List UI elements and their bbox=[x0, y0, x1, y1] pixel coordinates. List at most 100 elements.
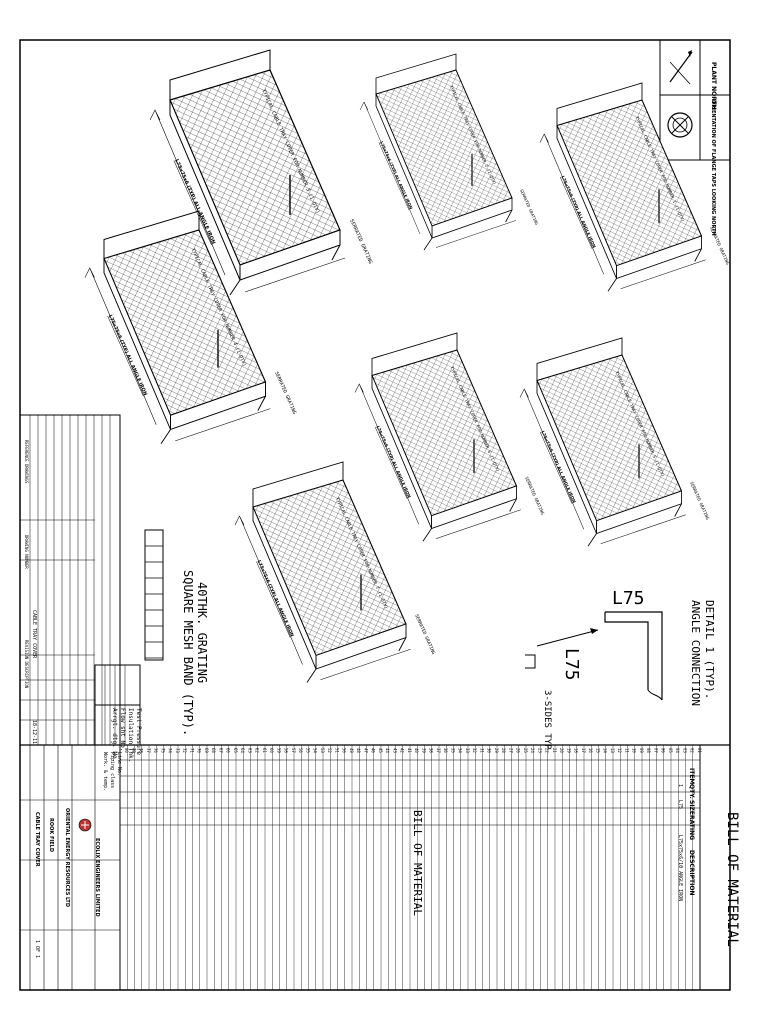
bom-item-number: 02 bbox=[690, 748, 695, 753]
bom-item-number: 51 bbox=[334, 748, 339, 753]
bom-item-number: 27 bbox=[508, 748, 513, 753]
bom-item-number: 45 bbox=[378, 748, 383, 753]
bom-item-number: 48 bbox=[356, 748, 361, 753]
tray-end-face bbox=[252, 506, 317, 670]
bom-item-number: 64 bbox=[240, 748, 245, 753]
bom-row1-description: L75x75x6/10 ANGLE IRON bbox=[677, 835, 683, 901]
bom-item-number: 37 bbox=[436, 748, 441, 753]
tray-grating-note: SERRATED GRATING bbox=[348, 218, 373, 264]
bom-item-number: 05 bbox=[668, 748, 673, 753]
bom-title-mid: BILL OF MATERIAL bbox=[411, 810, 424, 916]
bom-item-number: 39 bbox=[421, 748, 426, 753]
bom-item-number: 56 bbox=[298, 748, 303, 753]
client-name: ORIENTAL ENERGY RESOURCES LTD bbox=[64, 808, 70, 907]
bom-item-number: 60 bbox=[269, 748, 274, 753]
bom-item-number: 65 bbox=[233, 748, 238, 753]
bom-item-number: 01 bbox=[697, 748, 702, 753]
bom-item-number: 06 bbox=[661, 748, 666, 753]
bom-item-number: 21 bbox=[552, 748, 557, 753]
bom-item-number: 63 bbox=[247, 748, 252, 753]
tray-end-face bbox=[103, 258, 171, 430]
tray-flange bbox=[536, 337, 623, 381]
tray-grating-note: SERRATED GRATING bbox=[688, 481, 710, 521]
test-row-line-no: Line No. bbox=[116, 752, 122, 776]
bom-item-number: 19 bbox=[566, 748, 571, 753]
bom-item-number: 57 bbox=[291, 748, 296, 753]
bom-item-number: 69 bbox=[204, 748, 209, 753]
bom-item-number: 66 bbox=[226, 748, 231, 753]
bom-item-number: 16 bbox=[588, 748, 593, 753]
cable-tray-5: TYPICAL CABLE TRAY COVER FOR NUMBER 5 (1… bbox=[519, 337, 710, 547]
detail-angle-connection: DETAIL 1 (TYP). ANGLE CONNECTION L75 L75… bbox=[525, 588, 716, 750]
bom-item-number: 53 bbox=[320, 748, 325, 753]
bom-item-number: 14 bbox=[603, 748, 608, 753]
test-row-pressure: Test Pressure bbox=[135, 708, 142, 755]
bom-item-number: 74 bbox=[168, 748, 173, 753]
test-row-flow-sheet: Flow sht No. bbox=[119, 708, 126, 751]
detail-subtitle: ANGLE CONNECTION bbox=[689, 600, 702, 706]
bom-item-number: 29 bbox=[494, 748, 499, 753]
test-row-arrangement: Arrgt. dtg. No. bbox=[111, 708, 118, 762]
company-name: ECOLIX ENGINEERS LIMITED bbox=[94, 838, 100, 917]
bom-item-number: 62 bbox=[255, 748, 260, 753]
tray-flange bbox=[371, 332, 458, 376]
bom-item-number: 28 bbox=[501, 748, 506, 753]
bom-item-number: 52 bbox=[327, 748, 332, 753]
bom-item-number: 46 bbox=[371, 748, 376, 753]
cable-tray-6: TYPICAL CABLE TRAY COVER FOR NUMBER 6 (1… bbox=[354, 332, 545, 542]
bom-item-number: 38 bbox=[429, 748, 434, 753]
bom-item-number: 35 bbox=[450, 748, 455, 753]
bom-item-number: 44 bbox=[385, 748, 390, 753]
bom-item-number: 25 bbox=[523, 748, 528, 753]
tray-grating-note: SERRATED GRATING bbox=[708, 226, 730, 266]
bom-item-number: 75 bbox=[160, 748, 165, 753]
tray-flange bbox=[169, 49, 271, 100]
cable-tray-3: TYPICAL CABLE TRAY COVER FOR NUMBER 3 (1… bbox=[149, 49, 373, 296]
bom-item-number: 32 bbox=[472, 748, 477, 753]
cable-tray-7: TYPICAL CABLE TRAY COVER FOR NUMBER 7 (1… bbox=[234, 461, 436, 683]
test-row-insulation: Insulation Thk. bbox=[127, 708, 134, 762]
bom-header-description: DESCRIPTION bbox=[688, 850, 695, 896]
bom-item-number: 43 bbox=[392, 748, 397, 753]
bom-item-number: 11 bbox=[624, 748, 629, 753]
tray-grating-note: SERRATED GRATING bbox=[523, 476, 545, 516]
bom-item-number: 34 bbox=[458, 748, 463, 753]
grating-callout: 40THK. GRATING SQUARE MESH BAND (TYP). bbox=[144, 529, 209, 736]
bom-item-number: 24 bbox=[530, 748, 535, 753]
north-arrow-icon bbox=[669, 50, 693, 85]
revision-row1-date: 18-12-11 bbox=[31, 720, 37, 744]
drawing-number-label: DRAWING NUMBER bbox=[24, 535, 29, 569]
bom-item-number: 79 bbox=[131, 748, 136, 753]
bom-item-number: 67 bbox=[218, 748, 223, 753]
tray-grating-note: SERRATED GRATING bbox=[273, 371, 297, 415]
bom-item-number: 12 bbox=[617, 748, 622, 753]
bom-item-number: 59 bbox=[276, 748, 281, 753]
angle-label-top: L75 bbox=[612, 588, 645, 609]
bom-title: BILL OF MATERIAL bbox=[724, 812, 740, 947]
bom-item-number: 55 bbox=[305, 748, 310, 753]
grating-label-2: SQUARE MESH BAND (TYP). bbox=[181, 570, 195, 736]
bom-header-item: ITEM bbox=[688, 768, 695, 784]
bom-item-number: 36 bbox=[443, 748, 448, 753]
bom-item-number: 23 bbox=[537, 748, 542, 753]
bom-item-number: 09 bbox=[639, 748, 644, 753]
bom-item-number: 61 bbox=[262, 748, 267, 753]
grating-label-1: 40THK. GRATING bbox=[195, 582, 209, 683]
tray-grating-note: SERRATED GRATING bbox=[519, 188, 539, 226]
bom-item-number: 13 bbox=[610, 748, 615, 753]
bom-item-number: 73 bbox=[175, 748, 180, 753]
bom-header-size: SIZE bbox=[688, 800, 695, 815]
bom-item-number: 42 bbox=[400, 748, 405, 753]
bom-item-number: 20 bbox=[559, 748, 564, 753]
bom-item-number: 18 bbox=[574, 748, 579, 753]
bom-item-number: 54 bbox=[313, 748, 318, 753]
bom-item-number: 77 bbox=[146, 748, 151, 753]
bom-item-number: 07 bbox=[653, 748, 658, 753]
bom-item-number: 15 bbox=[595, 748, 600, 753]
angle-label-side: L75 bbox=[561, 648, 582, 681]
north-block: PLANT NORTH ORIENTATION OF FLANGE TAPS L… bbox=[659, 39, 731, 236]
bom-item-number: 40 bbox=[414, 748, 419, 753]
bom-item-number: 33 bbox=[465, 748, 470, 753]
bom-item-number: 47 bbox=[363, 748, 368, 753]
bom-item-number: 58 bbox=[284, 748, 289, 753]
